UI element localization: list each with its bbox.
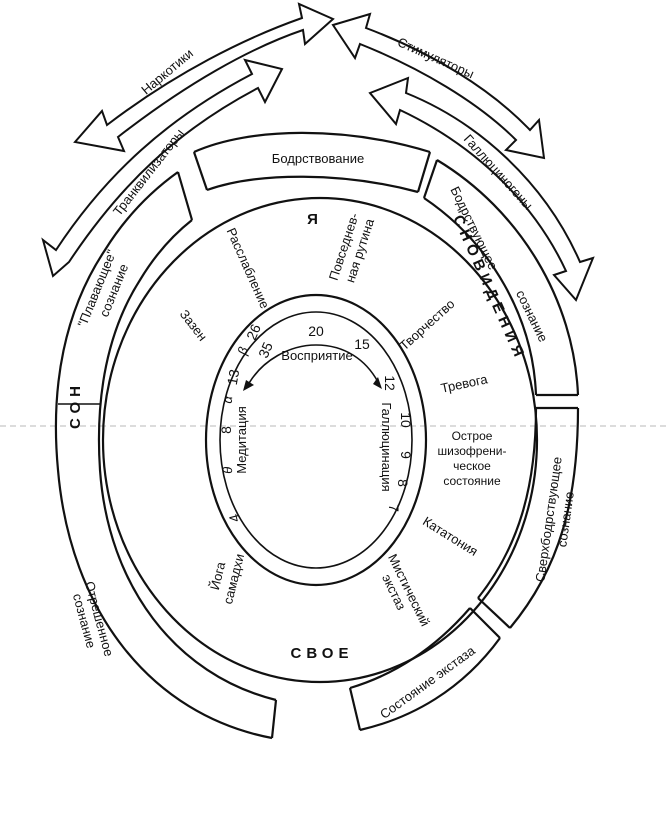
yoga-line1: Йога: [207, 560, 229, 592]
value-12: 12: [382, 375, 398, 391]
wakefulness-band-inner: [206, 175, 419, 194]
value-8-left: 8: [218, 426, 234, 434]
value-10: 10: [398, 412, 414, 428]
schizo-line4: состояние: [443, 474, 501, 488]
value-15: 15: [354, 336, 370, 352]
beta-symbol: β: [234, 345, 251, 358]
ecstasy-band-edge: [348, 687, 362, 731]
hyperwakeful-band-inner: [477, 407, 538, 599]
alpha-symbol: α: [220, 395, 236, 404]
anxiety-label: Тревога: [439, 371, 489, 396]
wakefulness-band-outer: [193, 131, 431, 154]
theta-symbol: θ: [220, 466, 235, 474]
middle-ring-outer: [101, 196, 539, 684]
sleep-band-outer: [54, 171, 273, 740]
value-26: 26: [243, 321, 264, 342]
value-4: 4: [225, 512, 242, 524]
ego-label: Я: [307, 211, 323, 228]
wakefulness-band-edge: [192, 151, 209, 191]
ecstasy-band-edge: [469, 607, 501, 639]
ecstasy-band-outer: [359, 637, 501, 732]
value-20: 20: [308, 323, 324, 339]
hallucination-label: Галлюцинация: [379, 402, 394, 491]
schizo-line2: шизофрени-: [438, 444, 507, 458]
value-8-right: 8: [395, 479, 411, 487]
hallucinogens-arrow: [368, 76, 595, 302]
creativity-label: Творчество: [396, 296, 457, 353]
value-13: 13: [224, 368, 242, 386]
sleep-band-edge: [270, 699, 278, 739]
perception-arc: [247, 344, 379, 386]
schizo-line1: Острое: [452, 429, 493, 443]
waking-dream-band-edge: [422, 159, 439, 199]
hyperwakeful-band-outer: [509, 407, 580, 629]
value-9: 9: [398, 451, 414, 459]
sleep-band-edge: [176, 171, 194, 221]
dreams-label: СНОВИДЕНИЯ: [449, 213, 529, 364]
wakefulness-label: Бодрствование: [272, 151, 364, 166]
value-35: 35: [255, 339, 276, 360]
perception-arrowhead-right: [373, 377, 382, 389]
zazen-label: Зазен: [177, 307, 210, 344]
sleep-label: СОН: [67, 381, 84, 429]
self-label: СВОЕ: [291, 645, 354, 662]
perception-arrowhead-left: [243, 380, 254, 391]
wakefulness-band-edge: [416, 151, 432, 193]
relaxation-label: Расслабление: [224, 226, 273, 311]
tranquilizers-arrow: [41, 58, 284, 278]
sleep-band-inner: [97, 219, 277, 702]
value-7: 7: [386, 504, 402, 512]
inner-ring-outer: [204, 293, 428, 587]
schizo-line3: ческое: [453, 459, 491, 473]
meditation-label: Медитация: [234, 406, 249, 474]
ecstasy-state-label: Состояние экстаза: [377, 642, 478, 721]
stimulants-arrow: [331, 12, 546, 160]
catatonia-label: Кататония: [420, 513, 480, 558]
inner-ring-inner: [219, 311, 413, 569]
perception-label: Восприятие: [281, 348, 352, 363]
narcotics-arrow: [73, 2, 335, 153]
waking-dream-band-outer: [436, 159, 580, 396]
hyperwakeful-band-edge: [477, 597, 511, 629]
waking-dream-band-inner: [423, 197, 538, 396]
